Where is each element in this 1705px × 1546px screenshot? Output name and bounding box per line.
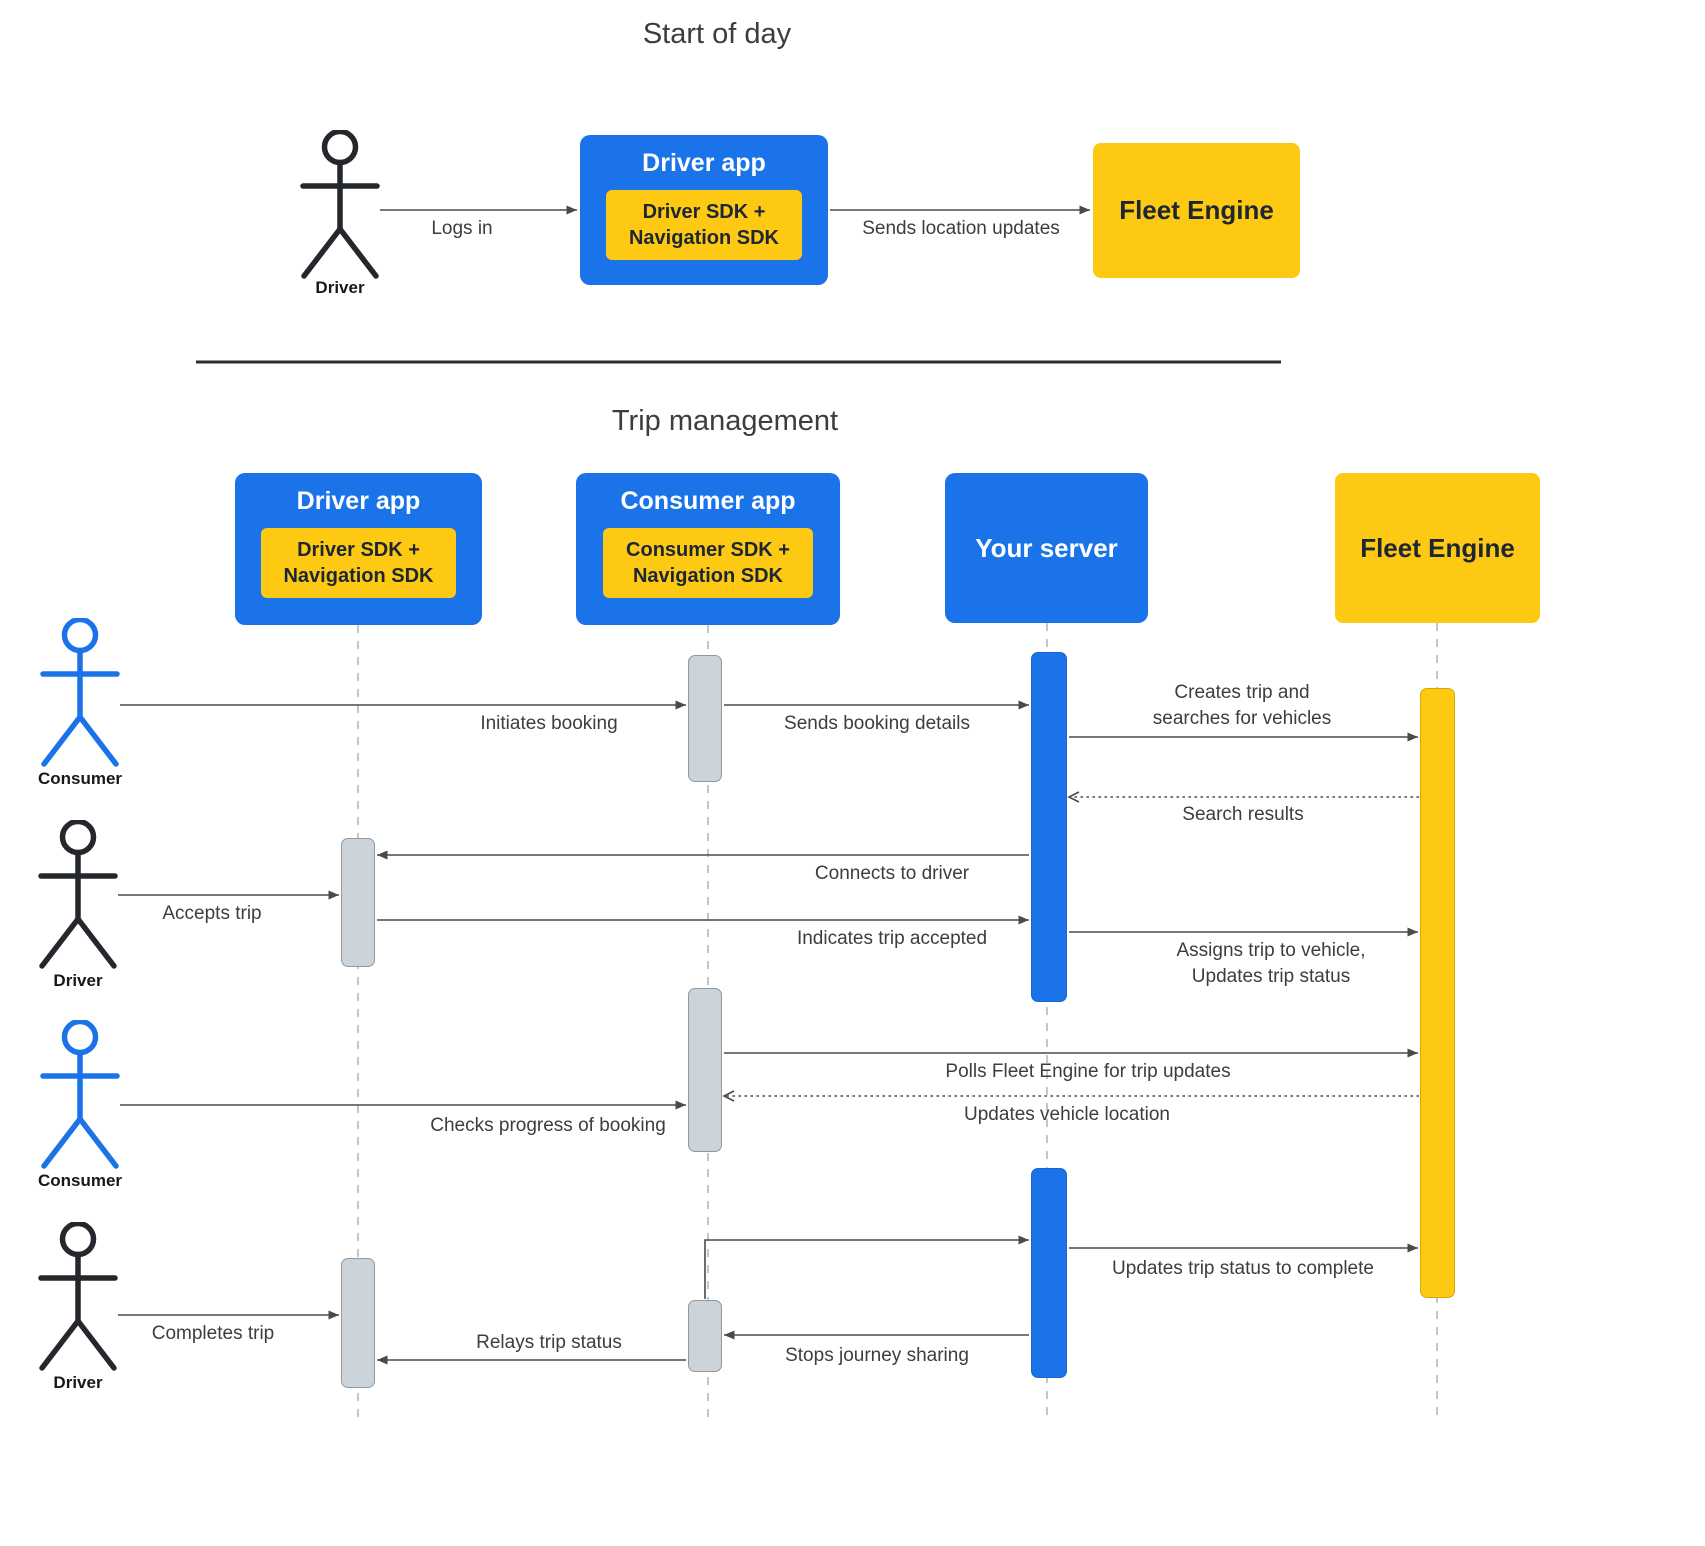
- driver-app-box-start: Driver app Driver SDK + Navigation SDK: [580, 135, 828, 285]
- consumer-actor-label-2: Consumer: [37, 1171, 123, 1190]
- driver-actor-label-2: Driver: [53, 1373, 103, 1392]
- your-server-activation-2: [1031, 1168, 1067, 1378]
- sends-location-updates-label: Sends location updates: [862, 218, 1060, 239]
- consumer-app-activation-2: [688, 988, 722, 1152]
- trip-management-title: Trip management: [611, 405, 839, 437]
- indicates-trip-accepted-label: Indicates trip accepted: [796, 928, 988, 949]
- fleet-engine-box-start: Fleet Engine: [1093, 143, 1300, 278]
- driver-actor-label-start: Driver: [315, 278, 365, 297]
- consumer-app-header-title: Consumer app: [620, 487, 796, 515]
- relays-trip-status-label: Relays trip status: [476, 1332, 622, 1353]
- logs-in-label: Logs in: [431, 218, 493, 239]
- driver-actor-figure-1: [41, 822, 115, 967]
- consumer-actor-figure-1: [43, 620, 117, 765]
- checks-progress-label: Checks progress of booking: [430, 1115, 666, 1136]
- driver-app-activation-1: [341, 838, 375, 967]
- driver-app-header-box: Driver app Driver SDK + Navigation SDK: [235, 473, 482, 625]
- search-results-label: Search results: [1182, 804, 1304, 825]
- updates-vehicle-location-label: Updates vehicle location: [964, 1104, 1170, 1125]
- connects-to-driver-label: Connects to driver: [814, 863, 970, 884]
- your-server-activation-1: [1031, 652, 1067, 1002]
- assigns-trip-label: Assigns trip to vehicle, Updates trip st…: [1176, 940, 1366, 987]
- updates-trip-status-complete-label: Updates trip status to complete: [1112, 1258, 1374, 1279]
- sends-booking-details-label: Sends booking details: [784, 713, 970, 734]
- driver-sdk-box-start: Driver SDK + Navigation SDK: [606, 189, 802, 260]
- start-of-day-title: Start of day: [642, 18, 792, 50]
- driver-actor-label-1: Driver: [53, 971, 103, 990]
- polls-fleet-engine-label: Polls Fleet Engine for trip updates: [945, 1061, 1231, 1082]
- driver-actor-figure-2: [41, 1224, 115, 1369]
- driver-app-title-start: Driver app: [642, 149, 766, 177]
- trip-complete-notify-elbow-arrow: [704, 1235, 1029, 1299]
- consumer-app-activation-1: [688, 655, 722, 782]
- initiates-booking-label: Initiates booking: [480, 713, 618, 734]
- consumer-sdk-header-box: Consumer SDK + Navigation SDK: [603, 527, 813, 598]
- consumer-actor-label-1: Consumer: [37, 769, 123, 788]
- completes-trip-label: Completes trip: [151, 1323, 275, 1344]
- driver-actor-figure-start: [303, 132, 377, 277]
- driver-app-header-title: Driver app: [296, 487, 421, 515]
- consumer-app-activation-3: [688, 1300, 722, 1372]
- stops-journey-sharing-label: Stops journey sharing: [785, 1345, 969, 1366]
- driver-app-activation-2: [341, 1258, 375, 1388]
- consumer-actor-figure-2: [43, 1022, 117, 1167]
- accepts-trip-label: Accepts trip: [162, 903, 262, 924]
- fleet-engine-header-box: Fleet Engine: [1335, 473, 1540, 623]
- creates-trip-label: Creates trip and searches for vehicles: [1152, 682, 1332, 729]
- fleet-engine-activation: [1420, 688, 1455, 1298]
- your-server-header-box: Your server: [945, 473, 1148, 623]
- consumer-app-header-box: Consumer app Consumer SDK + Navigation S…: [576, 473, 840, 625]
- driver-sdk-header-box: Driver SDK + Navigation SDK: [261, 527, 456, 598]
